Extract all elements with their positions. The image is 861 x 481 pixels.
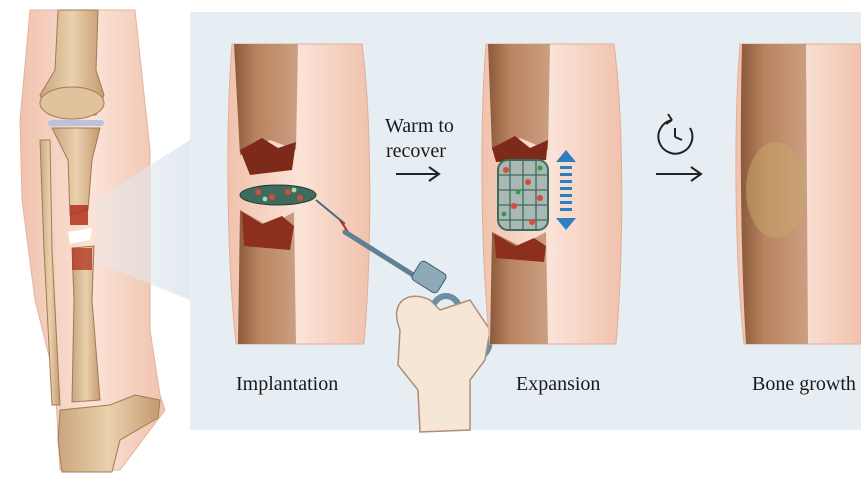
bone-upper-2 [488,44,550,150]
knee-cartilage [48,120,104,126]
knee-joint [40,87,104,119]
expanded-scaffold-icon [498,160,548,230]
bone-upper-1 [234,44,298,155]
clock-icon [658,114,692,154]
scaffold-icon [240,185,316,205]
bone-growth-illustration [736,44,861,344]
label-bone-growth: Bone growth [752,373,856,395]
label-expansion: Expansion [516,373,600,395]
expansion-illustration [482,44,622,344]
fracture-lower [72,248,92,270]
label-implantation: Implantation [236,373,338,395]
fracture-upper [70,205,88,225]
right-arrow-icon-2 [656,167,701,181]
label-warm-line1: Warm to [385,115,454,137]
new-bone-area [746,142,806,238]
label-warm-line2: recover [386,140,446,162]
right-arrow-icon [396,167,439,181]
hand-icon [397,296,490,432]
